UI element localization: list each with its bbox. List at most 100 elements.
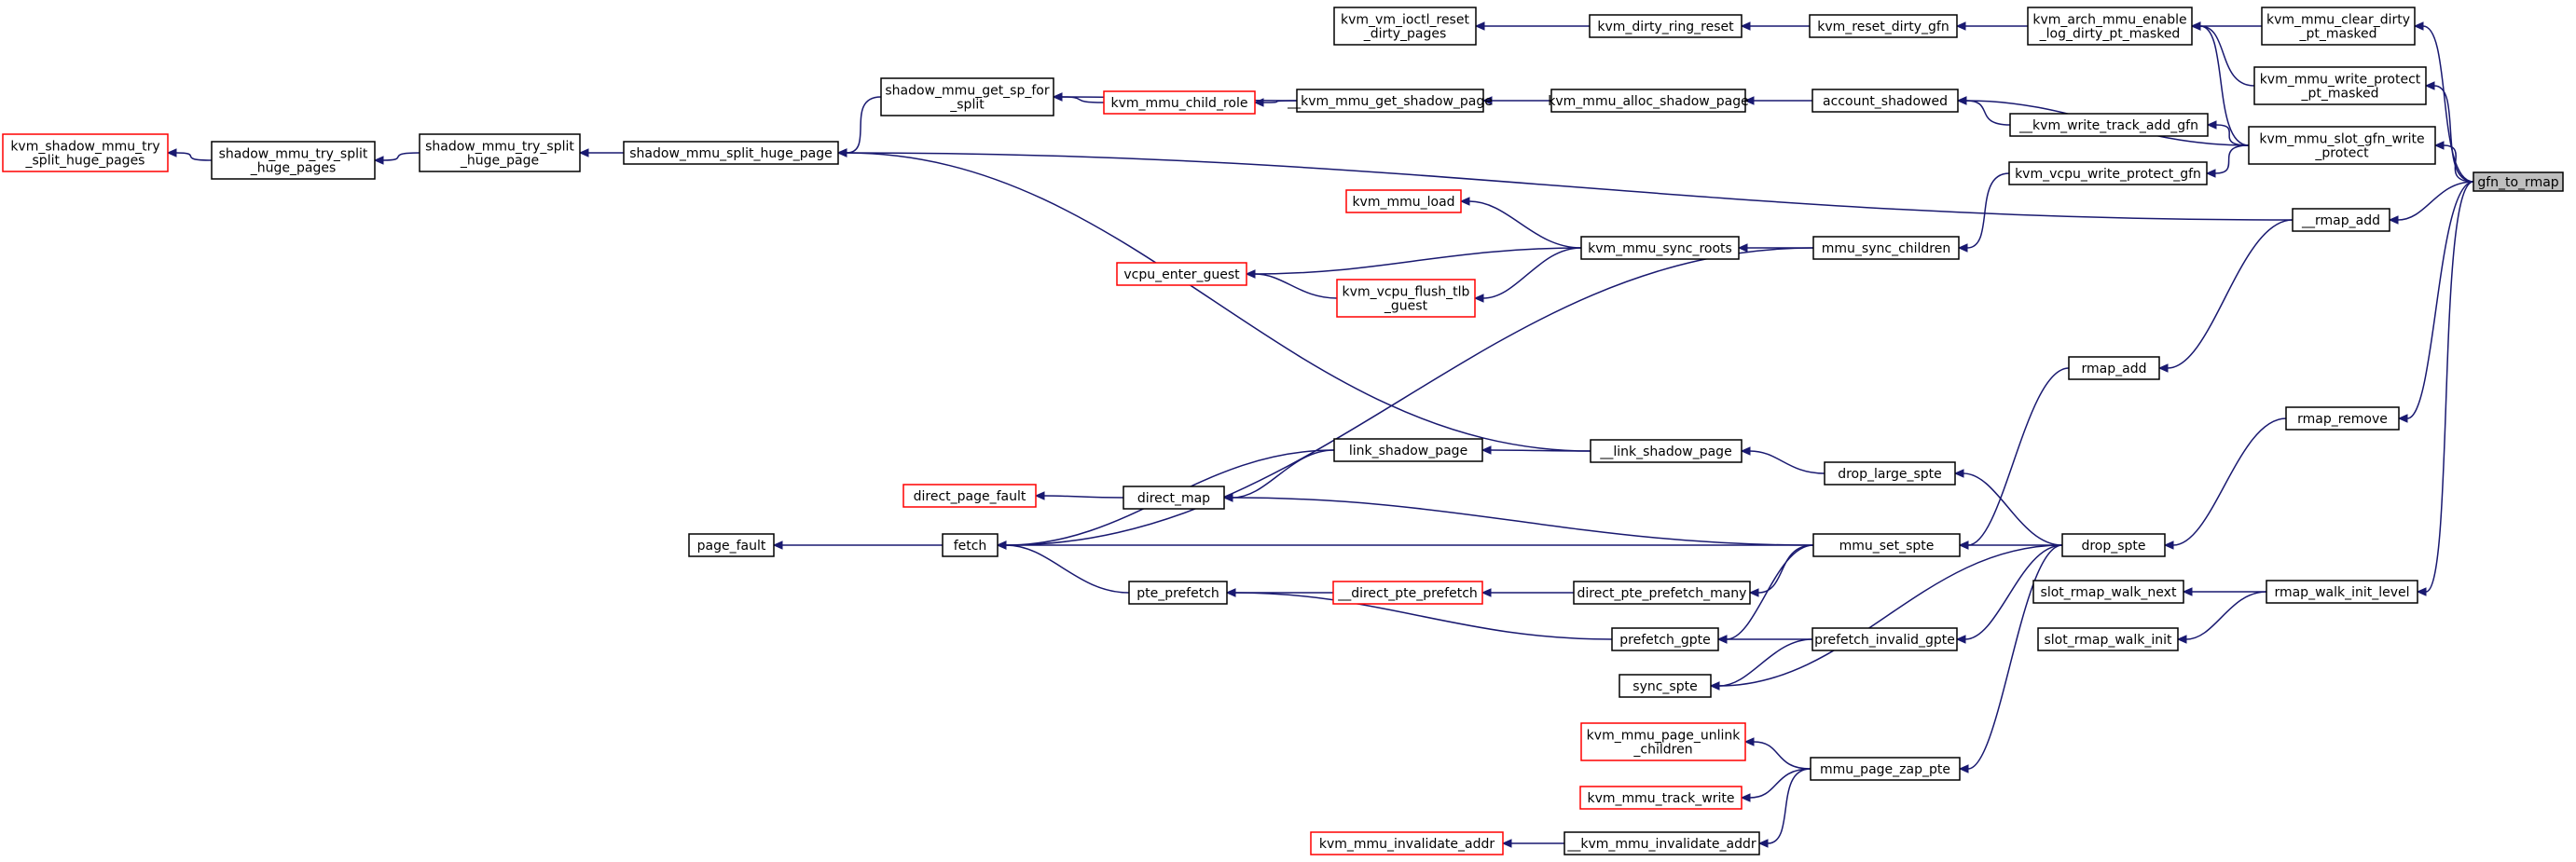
edge-kvm-vcpu-flush-tlb-guest-to-vcpu-enter-guest xyxy=(1245,269,1338,299)
node-link-shadow-page[interactable]: __link_shadow_page xyxy=(1590,439,1743,463)
node-prefetch-gpte[interactable]: prefetch_gpte xyxy=(1611,627,1719,651)
node-kvm-mmu-invalidate-addr[interactable]: __kvm_mmu_invalidate_addr xyxy=(1564,831,1760,855)
node-box xyxy=(1123,486,1225,510)
node-label: kvm_arch_mmu_enable xyxy=(2032,13,2186,28)
edge-kvm-write-track-add-gfn-to-account-shadowed xyxy=(1956,96,2011,126)
node-kvm-arch-mmu-enable-log-dirty-pt-masked[interactable]: kvm_arch_mmu_enable_log_dirty_pt_masked xyxy=(2027,7,2193,46)
node-kvm-mmu-clear-dirty-pt-masked[interactable]: kvm_mmu_clear_dirty_pt_masked xyxy=(2261,7,2416,46)
node-kvm-mmu-alloc-shadow-page[interactable]: kvm_mmu_alloc_shadow_page xyxy=(1548,89,1749,113)
node-page-fault[interactable]: page_fault xyxy=(688,533,775,557)
node-kvm-vcpu-flush-tlb-guest[interactable]: kvm_vcpu_flush_tlb_guest xyxy=(1336,279,1476,318)
node-kvm-mmu-load[interactable]: kvm_mmu_load xyxy=(1345,189,1462,213)
node-rmap-add[interactable]: __rmap_add xyxy=(2292,208,2390,232)
node-shadow-mmu-split-huge-page[interactable]: shadow_mmu_split_huge_page xyxy=(623,141,839,165)
node-drop-large-spte[interactable]: drop_large_spte xyxy=(1824,461,1956,486)
node-sync-spte[interactable]: sync_spte xyxy=(1619,674,1712,698)
edge-rmap-add-to-mmu-set-spte xyxy=(1958,367,2070,550)
node-kvm-mmu-invalidate-addr[interactable]: kvm_mmu_invalidate_addr xyxy=(1310,831,1504,855)
node-label: shadow_mmu_try_split xyxy=(425,140,574,155)
node-box xyxy=(1611,627,1719,651)
node-account-shadowed[interactable]: account_shadowed xyxy=(1811,89,1959,113)
edge-link-shadow-page-to-shadow-mmu-split-huge-page xyxy=(836,148,1591,452)
edge-kvm-mmu-write-protect-pt-masked-to-kvm-arch-mmu-enable-log-dirty-pt-masked xyxy=(2190,21,2255,87)
node-kvm-vm-ioctl-reset-dirty-pages[interactable]: kvm_vm_ioctl_reset_dirty_pages xyxy=(1333,7,1477,46)
node-slot-rmap-walk-init[interactable]: slot_rmap_walk_init xyxy=(2037,627,2179,651)
node-direct-map[interactable]: direct_map xyxy=(1123,486,1225,510)
node-label: direct_page_fault xyxy=(914,489,1026,504)
node-label: _pt_masked xyxy=(2301,87,2379,102)
edge-link-shadow-page-to-link-shadow-page xyxy=(1481,445,1591,455)
node-shadow-mmu-try-split-huge-page[interactable]: shadow_mmu_try_split_huge_page xyxy=(419,133,581,172)
node-label: __kvm_write_track_add_gfn xyxy=(2018,118,2198,133)
edge-direct-map-to-direct-page-fault xyxy=(1034,491,1124,500)
node-label: prefetch_gpte xyxy=(1619,633,1710,648)
node-kvm-dirty-ring-reset[interactable]: kvm_dirty_ring_reset xyxy=(1589,14,1743,38)
edge-kvm-mmu-child-role-to-shadow-mmu-get-sp-for-split xyxy=(1052,92,1105,103)
node-label: kvm_mmu_child_role xyxy=(1111,96,1248,111)
edge-gfn-to-rmap-to-kvm-mmu-clear-dirty-pt-masked xyxy=(2413,21,2474,183)
node-kvm-mmu-page-unlink-children[interactable]: kvm_mmu_page_unlink_children xyxy=(1580,722,1746,761)
node-box xyxy=(2027,7,2193,46)
node-kvm-mmu-track-write[interactable]: kvm_mmu_track_write xyxy=(1579,786,1743,810)
node-link-shadow-page[interactable]: link_shadow_page xyxy=(1333,438,1483,462)
node-fetch[interactable]: fetch xyxy=(942,533,999,557)
node-label: shadow_mmu_get_sp_for xyxy=(885,84,1049,99)
node-box xyxy=(1336,279,1476,318)
node-box xyxy=(1345,189,1462,213)
edge-kvm-mmu-sync-roots-to-kvm-mmu-load xyxy=(1459,197,1582,249)
node-slot-rmap-walk-next[interactable]: slot_rmap_walk_next xyxy=(2032,580,2184,604)
node-gfn-to-rmap[interactable]: gfn_to_rmap xyxy=(2473,171,2564,192)
node-mmu-set-spte[interactable]: mmu_set_spte xyxy=(1812,533,1961,557)
node-box xyxy=(1550,89,1746,113)
node-box xyxy=(902,484,1037,508)
node-box xyxy=(1580,236,1740,260)
node-direct-page-fault[interactable]: direct_page_fault xyxy=(902,484,1037,508)
node-kvm-mmu-sync-roots[interactable]: kvm_mmu_sync_roots xyxy=(1580,236,1740,260)
node-kvm-reset-dirty-gfn[interactable]: kvm_reset_dirty_gfn xyxy=(1809,14,1958,38)
node-box xyxy=(1333,438,1483,462)
node-rmap-remove[interactable]: rmap_remove xyxy=(2285,406,2400,431)
node-box xyxy=(1589,14,1743,38)
node-rmap-add[interactable]: rmap_add xyxy=(2068,356,2160,380)
node-label: direct_map xyxy=(1137,491,1210,506)
node-drop-spte[interactable]: drop_spte xyxy=(2061,533,2166,557)
edge-fetch-to-page-fault xyxy=(772,540,943,550)
node-direct-pte-prefetch-many[interactable]: direct_pte_prefetch_many xyxy=(1573,581,1751,605)
node-label: kvm_shadow_mmu_try xyxy=(10,140,159,155)
node-kvm-shadow-mmu-try-split-huge-pages[interactable]: kvm_shadow_mmu_try_split_huge_pages xyxy=(2,133,169,172)
node-kvm-mmu-write-protect-pt-masked[interactable]: kvm_mmu_write_protect_pt_masked xyxy=(2253,66,2427,105)
node-shadow-mmu-get-sp-for-split[interactable]: shadow_mmu_get_sp_for_split xyxy=(880,77,1054,116)
edge-kvm-dirty-ring-reset-to-kvm-vm-ioctl-reset-dirty-pages xyxy=(1474,21,1590,31)
node-pte-prefetch[interactable]: pte_prefetch xyxy=(1128,581,1228,605)
node-box xyxy=(1811,89,1959,113)
node-label: _children xyxy=(1632,743,1692,758)
node-vcpu-enter-guest[interactable]: vcpu_enter_guest xyxy=(1116,262,1247,286)
node-kvm-mmu-slot-gfn-write-protect[interactable]: kvm_mmu_slot_gfn_write_protect xyxy=(2248,126,2436,165)
node-box xyxy=(2037,627,2179,651)
node-label: drop_spte xyxy=(2081,539,2145,554)
edge-shadow-mmu-try-split-huge-pages-to-kvm-shadow-mmu-try-split-huge-pages xyxy=(166,148,213,161)
node-label: __link_shadow_page xyxy=(1599,445,1731,459)
node-rmap-walk-init-level[interactable]: rmap_walk_init_level xyxy=(2266,580,2418,604)
edge-kvm-mmu-invalidate-addr-to-kvm-mmu-invalidate-addr xyxy=(1501,839,1564,848)
node-shadow-mmu-try-split-huge-pages[interactable]: shadow_mmu_try_split_huge_pages xyxy=(211,141,376,180)
node-box xyxy=(1810,757,1961,781)
edge-rmap-walk-init-level-to-slot-rmap-walk-next xyxy=(2182,587,2266,596)
node-mmu-page-zap-pte[interactable]: mmu_page_zap_pte xyxy=(1810,757,1961,781)
node-prefetch-invalid-gpte[interactable]: prefetch_invalid_gpte xyxy=(1811,627,1958,651)
node-label: kvm_mmu_slot_gfn_write xyxy=(2259,132,2424,147)
edge-kvm-mmu-slot-gfn-write-protect-to-kvm-vcpu-write-protect-gfn xyxy=(2205,144,2250,178)
node-label: pte_prefetch xyxy=(1136,586,1219,601)
node-direct-pte-prefetch[interactable]: __direct_pte_prefetch xyxy=(1332,581,1483,605)
node-kvm-write-track-add-gfn[interactable]: __kvm_write_track_add_gfn xyxy=(2009,113,2209,137)
node-kvm-mmu-get-shadow-page[interactable]: __kvm_mmu_get_shadow_page xyxy=(1287,89,1493,113)
node-box xyxy=(2248,126,2436,165)
node-mmu-sync-children[interactable]: mmu_sync_children xyxy=(1812,236,1960,260)
node-label: sync_spte xyxy=(1632,679,1697,694)
node-label: kvm_mmu_write_protect xyxy=(2260,73,2421,88)
node-kvm-mmu-child-role[interactable]: kvm_mmu_child_role xyxy=(1103,90,1256,115)
edge-link-shadow-page-to-direct-map xyxy=(1222,449,1335,502)
node-box xyxy=(2061,533,2166,557)
node-kvm-vcpu-write-protect-gfn[interactable]: kvm_vcpu_write_protect_gfn xyxy=(2008,161,2208,185)
node-label: __rmap_add xyxy=(2301,213,2380,228)
